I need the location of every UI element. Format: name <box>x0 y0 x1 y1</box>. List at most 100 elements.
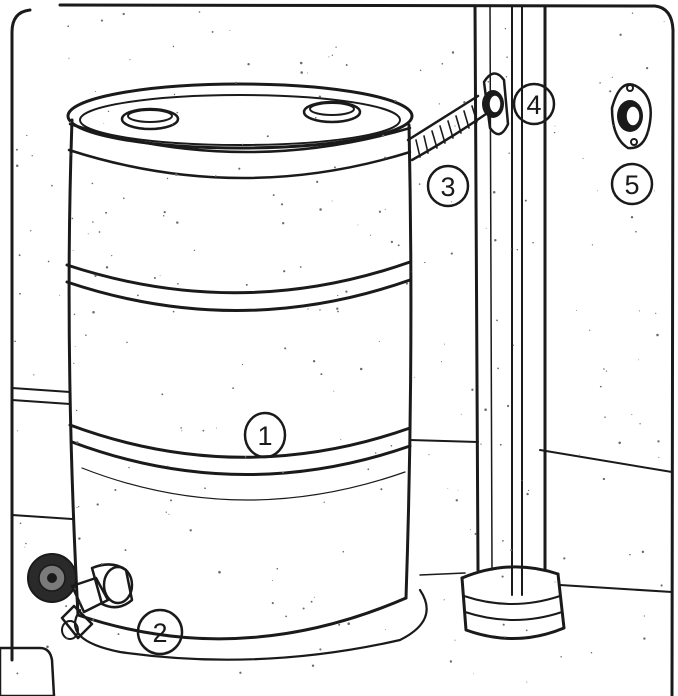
speckle-dot <box>303 607 305 609</box>
speckle-dot <box>245 456 247 458</box>
speckle-dot <box>639 310 640 311</box>
speckle-dot <box>229 30 230 31</box>
downspout-fitting-icon <box>482 73 508 134</box>
speckle-dot <box>629 554 631 556</box>
speckle-dot <box>500 444 502 446</box>
speckle-dot <box>215 175 217 177</box>
speckle-dot <box>419 183 421 185</box>
speckle-dot <box>85 334 87 336</box>
speckle-dot <box>284 347 286 349</box>
callout-5-label: 5 <box>624 170 639 200</box>
speckle-dot <box>70 154 71 155</box>
speckle-dot <box>502 576 504 578</box>
speckle-dot <box>67 25 69 27</box>
speckle-dot <box>638 359 639 360</box>
speckle-dot <box>375 452 377 454</box>
speckle-dot <box>463 101 465 103</box>
speckle-dot <box>347 622 350 625</box>
speckle-dot <box>129 59 130 60</box>
speckle-dot <box>643 637 645 639</box>
speckle-dot <box>126 342 128 344</box>
speckle-dot <box>204 487 206 489</box>
speckle-dot <box>315 117 317 119</box>
speckle-dot <box>411 271 412 272</box>
speckle-dot <box>493 191 496 194</box>
speckle-dot <box>76 507 77 508</box>
speckle-dot <box>505 28 506 29</box>
speckle-dot <box>272 580 273 581</box>
speckle-dot <box>74 314 75 315</box>
speckle-dot <box>452 51 454 53</box>
speckle-dot <box>16 164 19 167</box>
speckle-dot <box>456 499 458 501</box>
speckle-dot <box>216 428 217 429</box>
speckle-dot <box>19 254 21 256</box>
speckle-dot <box>658 457 659 458</box>
speckle-dot <box>167 466 168 467</box>
speckle-dot <box>94 275 96 277</box>
speckle-dot <box>554 581 555 582</box>
speckle-dot <box>506 56 508 58</box>
callout-4-downspout-fitting: 4 <box>514 84 554 124</box>
speckle-dot <box>300 266 302 268</box>
speckle-dot <box>333 391 334 392</box>
speckle-dot <box>424 262 425 263</box>
speckle-dot <box>451 201 452 202</box>
speckle-dot <box>319 208 322 211</box>
speckle-dot <box>599 82 601 84</box>
speckle-dot <box>167 178 168 179</box>
speckle-dot <box>319 648 321 650</box>
speckle-dot <box>307 73 308 74</box>
speckle-dot <box>646 67 648 69</box>
speckle-dot <box>510 549 512 551</box>
speckle-dot <box>609 90 611 92</box>
speckle-dot <box>346 64 348 66</box>
speckle-dot <box>92 311 95 314</box>
speckle-dot <box>414 377 415 378</box>
speckle-dot <box>16 149 18 151</box>
speckle-dot <box>190 529 192 531</box>
speckle-dot <box>528 490 529 491</box>
speckle-dot <box>563 557 565 559</box>
speckle-dot <box>521 480 522 481</box>
speckle-dot <box>80 602 81 603</box>
speckle-dot <box>164 211 166 213</box>
speckle-dot <box>337 311 339 313</box>
speckle-dot <box>635 231 637 233</box>
speckle-dot <box>494 239 496 241</box>
speckle-dot <box>218 571 221 574</box>
speckle-dot <box>285 615 287 617</box>
speckle-dot <box>589 330 590 331</box>
speckle-dot <box>338 624 340 626</box>
speckle-dot <box>340 439 341 440</box>
speckle-dot <box>65 605 67 607</box>
speckle-dot <box>385 209 386 210</box>
speckle-dot <box>592 244 593 245</box>
speckle-dot <box>238 168 240 170</box>
speckle-dot <box>461 414 462 415</box>
speckle-dot <box>358 224 359 225</box>
callout-2-label: 2 <box>152 618 167 648</box>
speckle-dot <box>367 468 369 470</box>
speckle-dot <box>458 490 459 491</box>
speckle-dot <box>391 445 393 447</box>
speckle-dot <box>114 489 116 491</box>
flange-fitting-icon <box>612 84 651 148</box>
speckle-dot <box>471 389 473 391</box>
speckle-dot <box>300 62 303 65</box>
speckle-dot <box>78 537 80 539</box>
speckle-dot <box>95 91 96 92</box>
callout-5-flange-fitting: 5 <box>612 164 652 204</box>
speckle-dot <box>106 266 108 268</box>
speckle-dot <box>17 430 18 431</box>
speckle-dot <box>526 493 528 495</box>
speckle-dot <box>324 502 325 503</box>
speckle-dot <box>332 55 333 56</box>
speckle-dot <box>320 373 322 375</box>
speckle-dot <box>160 275 161 276</box>
speckle-dot <box>511 249 512 250</box>
speckle-dot <box>597 190 598 191</box>
speckle-dot <box>420 70 422 72</box>
speckle-dot <box>560 656 562 658</box>
speckle-dot <box>125 549 127 551</box>
